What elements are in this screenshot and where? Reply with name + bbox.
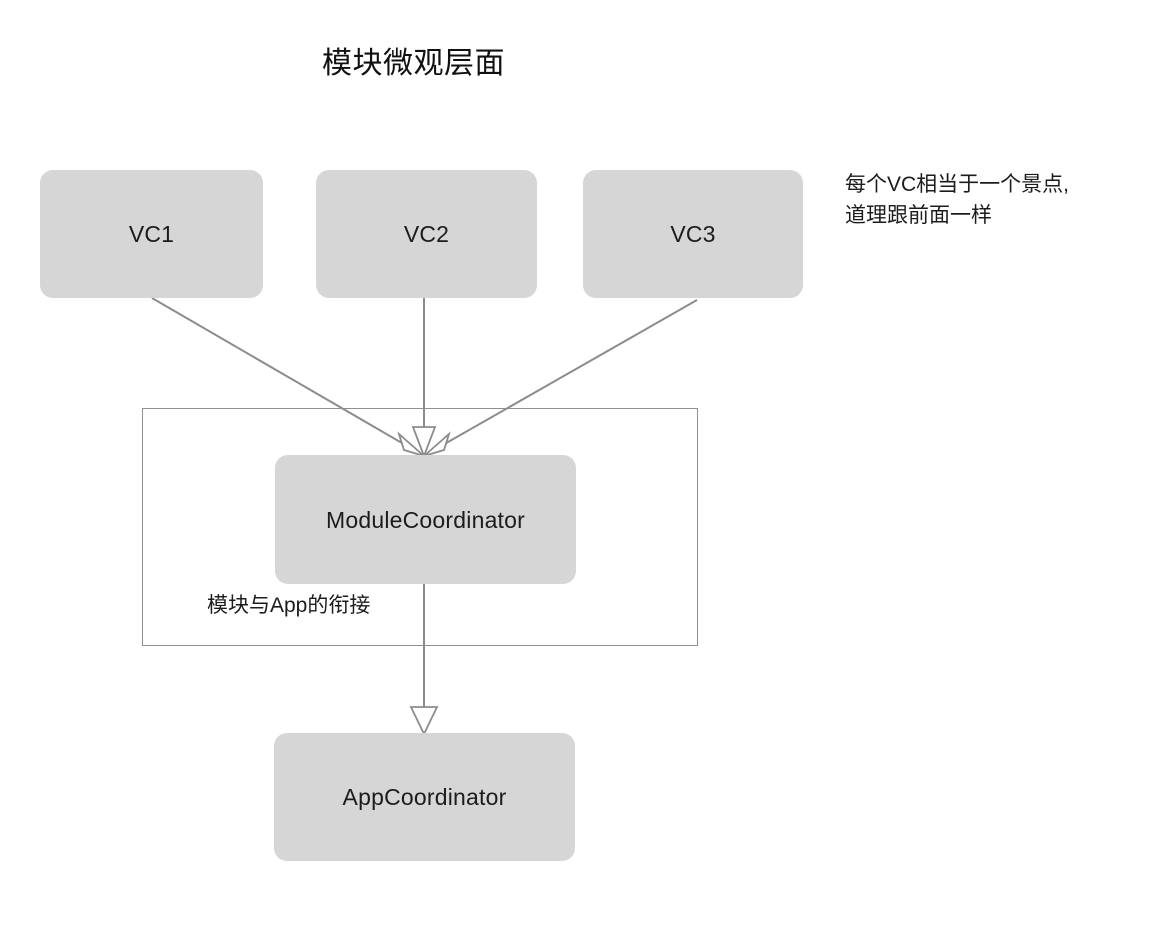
node-vc2[interactable]: VC2: [316, 170, 537, 298]
node-vc1[interactable]: VC1: [40, 170, 263, 298]
node-module-coordinator[interactable]: ModuleCoordinator: [275, 455, 576, 584]
node-vc1-label: VC1: [128, 221, 175, 247]
arrowhead-icon: [409, 706, 439, 737]
node-module-coordinator-label: ModuleCoordinator: [325, 506, 525, 533]
node-vc3[interactable]: VC3: [583, 170, 803, 298]
module-group-container[interactable]: [142, 408, 698, 646]
node-app-coordinator-label: AppCoordinator: [342, 784, 507, 810]
node-vc3-label: VC3: [670, 221, 716, 247]
page-title: 模块微观层面: [322, 47, 505, 80]
node-vc2-label: VC2: [403, 221, 450, 247]
module-group-note: 模块与App的衔接: [207, 594, 371, 617]
side-annotation-line-2: 道理跟前面一样: [845, 204, 992, 227]
side-annotation: 每个VC相当于一个景点, 道理跟前面一样: [845, 169, 1135, 231]
side-annotation-line-1: 每个VC相当于一个景点,: [845, 173, 1070, 196]
node-app-coordinator[interactable]: AppCoordinator: [274, 733, 575, 861]
